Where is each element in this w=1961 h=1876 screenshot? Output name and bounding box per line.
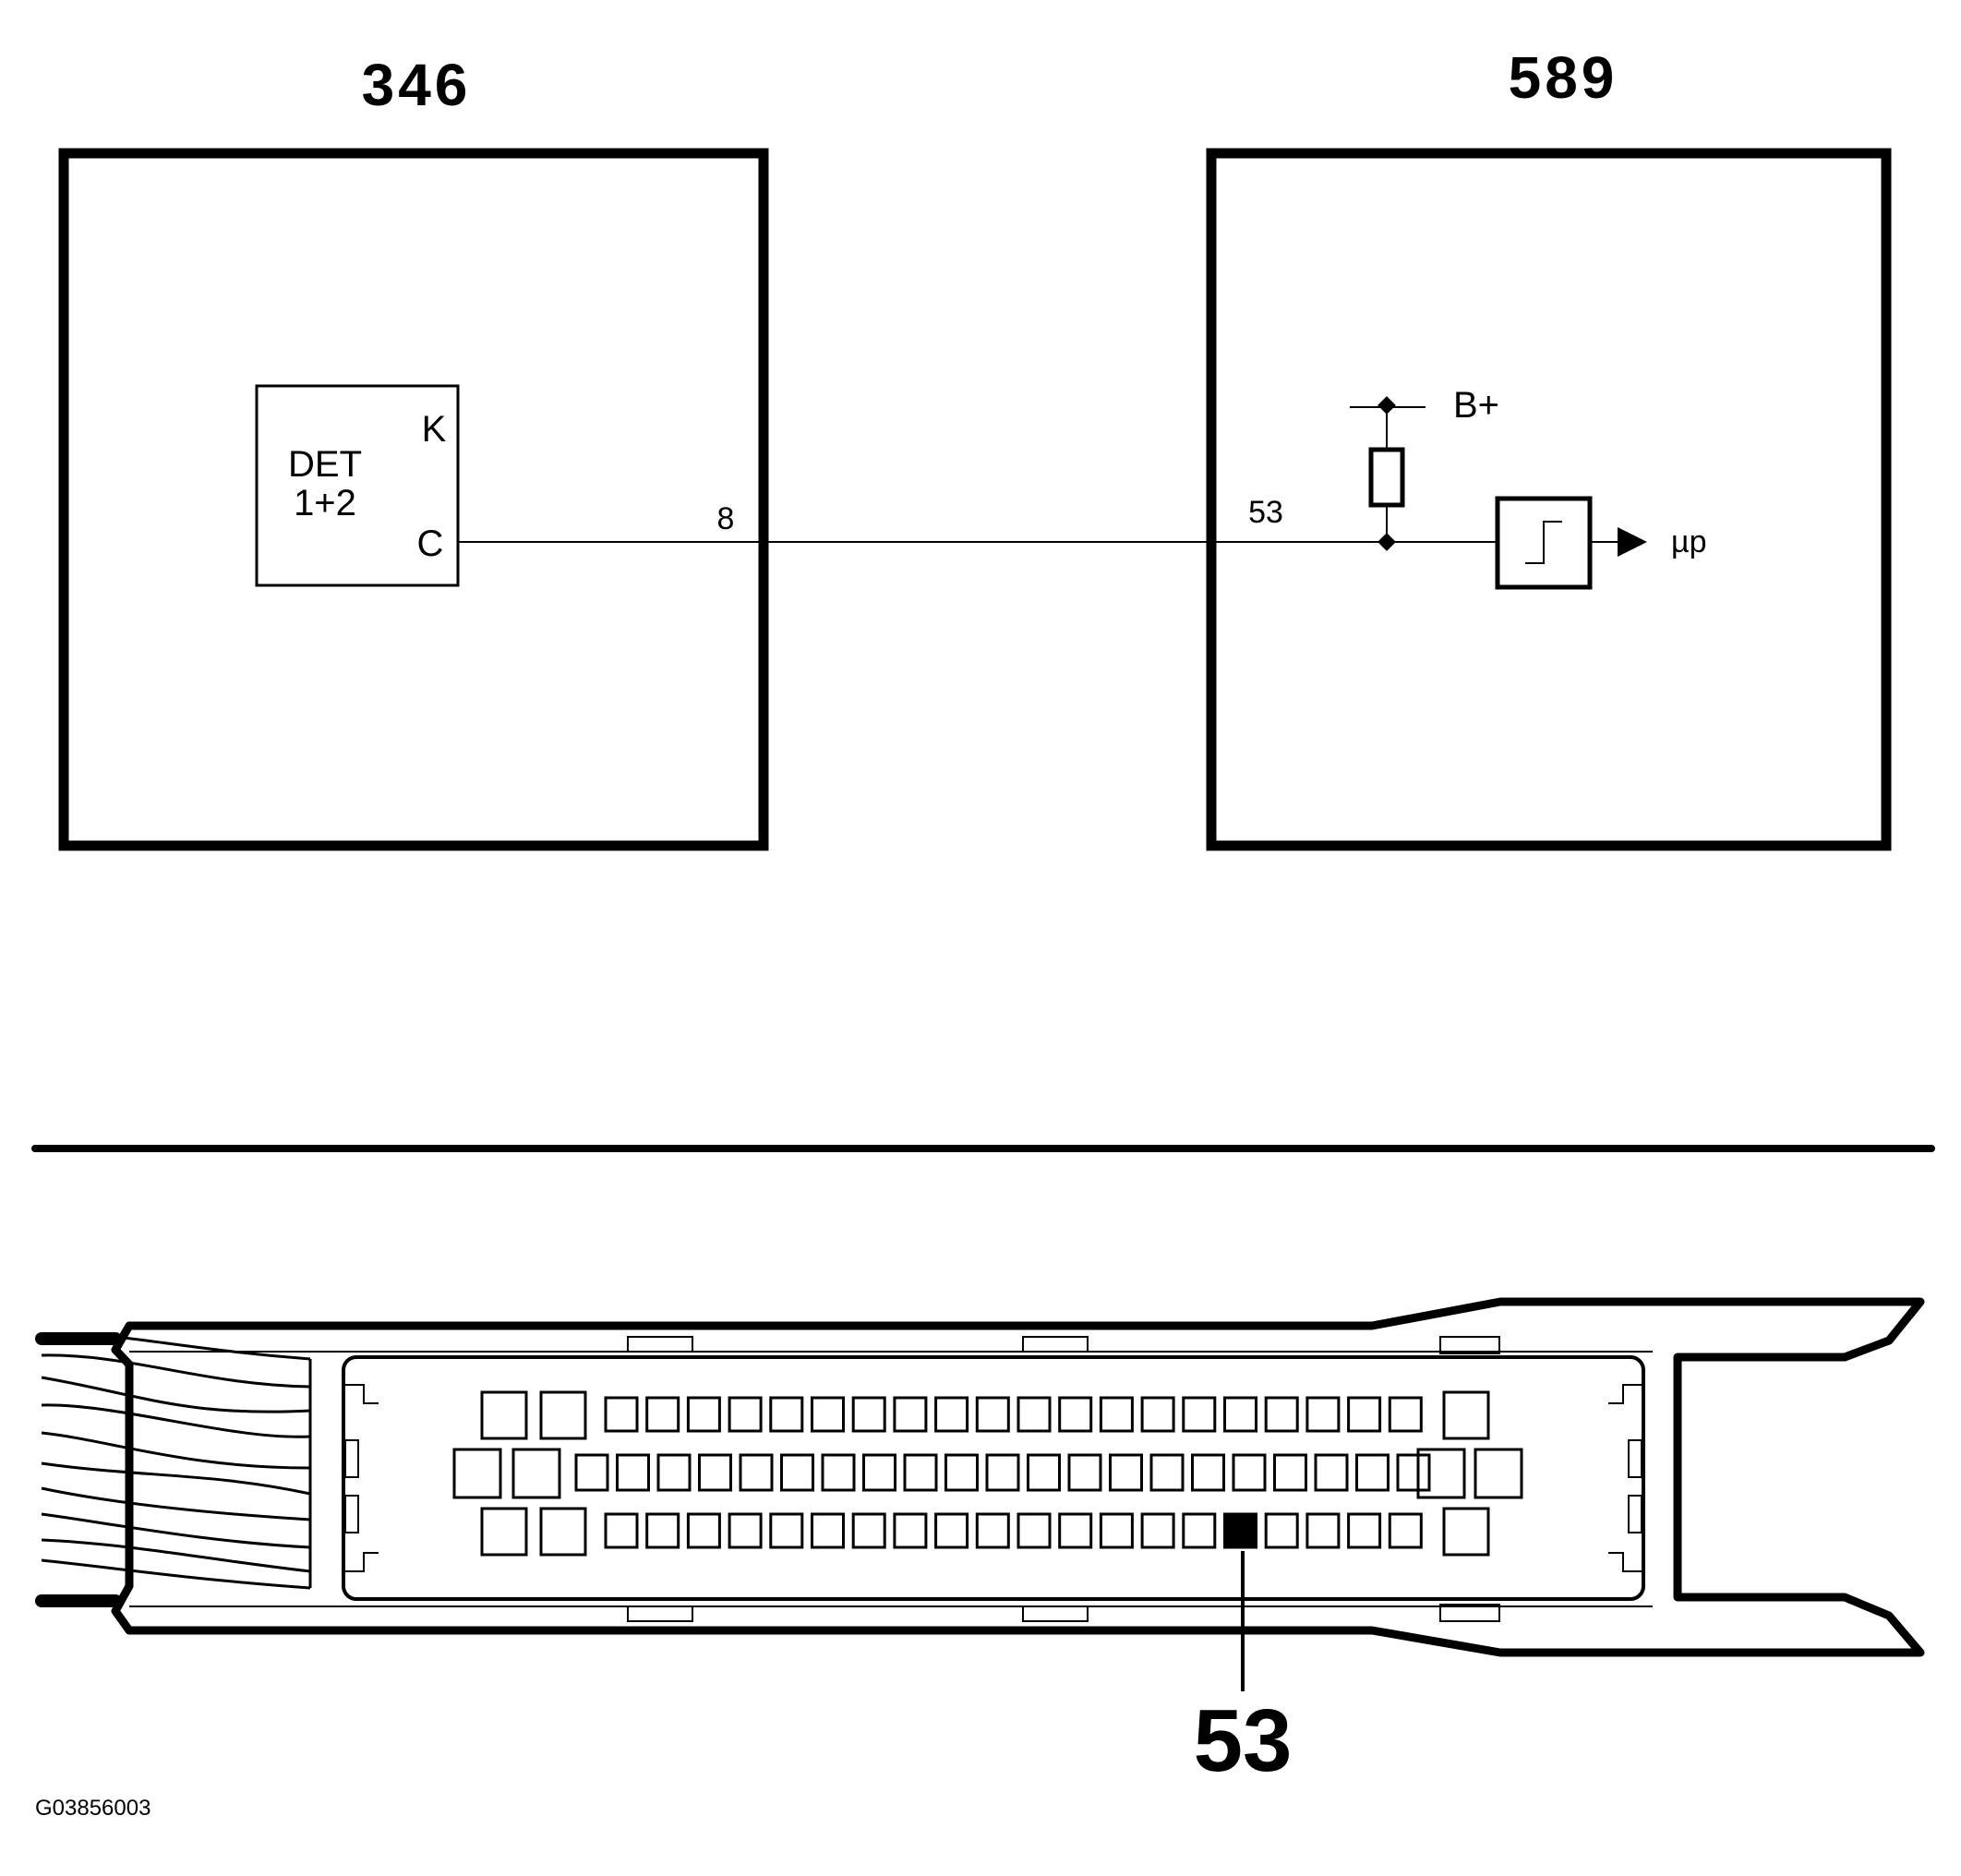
pin-cavity <box>811 1512 845 1549</box>
figure-code: G03856003 <box>35 1796 150 1821</box>
connector-housing <box>111 1297 1925 1657</box>
microprocessor-label: µp <box>1671 524 1707 559</box>
pin-cavity <box>1396 1453 1431 1492</box>
pin-cavity <box>686 1396 721 1433</box>
pin-cavity <box>893 1512 928 1549</box>
supply-node <box>1378 396 1396 415</box>
trigger-step-icon <box>1525 521 1562 564</box>
pin-cavity <box>975 1512 1010 1549</box>
pin-row-top <box>604 1396 1423 1433</box>
keying-cavities <box>452 1390 1523 1557</box>
pin-cavity <box>851 1512 886 1549</box>
pin-cavity <box>1273 1453 1307 1492</box>
pin-cavity <box>1314 1453 1349 1492</box>
pin-cavity <box>1355 1453 1390 1492</box>
pin-cavity <box>604 1396 639 1433</box>
pin-cavity <box>811 1396 845 1433</box>
pin-cavity <box>985 1453 1020 1492</box>
pin-cavity <box>934 1396 969 1433</box>
connector-view: 53 <box>35 1297 1925 1790</box>
pin-cavity <box>1017 1512 1052 1549</box>
pin-cavity <box>1191 1453 1225 1492</box>
pin-cavity <box>1140 1512 1175 1549</box>
module-589-box <box>1206 148 1892 851</box>
pin-cavity <box>1223 1396 1257 1433</box>
pin-cavity <box>1264 1512 1299 1549</box>
module-589-label: 589 <box>1509 44 1618 111</box>
pin-cavity <box>769 1396 804 1433</box>
wire-bundle <box>41 1332 311 1590</box>
pin-cavity <box>944 1453 979 1492</box>
module-346-box <box>58 148 769 851</box>
pin-cavity <box>1149 1453 1185 1492</box>
pin-53-label: 53 <box>1248 495 1283 530</box>
pin-cavity-highlighted <box>1223 1512 1257 1549</box>
pin-cavity <box>1058 1396 1093 1433</box>
pin-cavity <box>1347 1396 1382 1433</box>
pin-cavity <box>934 1512 969 1549</box>
pin-cavity <box>1099 1396 1134 1433</box>
pin-cavity <box>821 1453 856 1492</box>
pin-cavity <box>1305 1396 1341 1433</box>
pin-cavity <box>1182 1512 1217 1549</box>
pin-cavity <box>1067 1453 1102 1492</box>
pin-cavity <box>728 1512 763 1549</box>
module-346: 346 DET 1+2 K C 8 <box>58 52 769 851</box>
pin-cavity <box>893 1396 928 1433</box>
pin-cavity <box>645 1396 680 1433</box>
pin-cavity <box>862 1453 896 1492</box>
module-589: 589 53 B+ µp <box>1206 44 1892 851</box>
pin-cavity <box>903 1453 938 1492</box>
detector-box <box>255 384 460 587</box>
pull-up-resistor <box>1368 447 1405 508</box>
detector-sub-label: 1+2 <box>294 483 356 523</box>
pin-cavity <box>1264 1396 1299 1433</box>
pin-cavity <box>780 1453 814 1492</box>
housing-tabs <box>627 1336 1500 1622</box>
pin-cavity <box>1017 1396 1052 1433</box>
supply-label: B+ <box>1453 385 1499 426</box>
connector-insert <box>342 1355 1645 1601</box>
pin-cavity <box>686 1512 721 1549</box>
pin-cavity <box>728 1396 763 1433</box>
insert-notches <box>343 1384 1643 1572</box>
pin-cavity <box>1058 1512 1093 1549</box>
pin-cavity <box>851 1396 886 1433</box>
pin-cavity <box>769 1512 804 1549</box>
pin-cavity <box>698 1453 732 1492</box>
callout-pin-label: 53 <box>1194 1691 1293 1790</box>
pin-cavity <box>604 1512 639 1549</box>
terminal-c-label: C <box>417 523 444 564</box>
pin-cavity <box>1182 1396 1217 1433</box>
output-arrow-icon <box>1618 527 1647 557</box>
pin-cavity <box>656 1453 692 1492</box>
pin-cavity <box>739 1453 774 1492</box>
pin-8-label: 8 <box>717 501 735 536</box>
pin-cavity <box>616 1453 650 1492</box>
pin-cavity <box>574 1453 609 1492</box>
pin-cavity <box>1388 1512 1423 1549</box>
pin-cavity <box>1140 1396 1175 1433</box>
pin-cavity <box>645 1512 680 1549</box>
pin-row-bottom <box>604 1512 1423 1549</box>
pin-row-middle <box>574 1453 1431 1492</box>
pin-cavity <box>1305 1512 1341 1549</box>
detector-label: DET <box>288 444 362 485</box>
module-346-label: 346 <box>362 52 472 118</box>
pin-cavity <box>975 1396 1010 1433</box>
pin-cavity <box>1347 1512 1382 1549</box>
pin-cavity <box>1109 1453 1143 1492</box>
terminal-k-label: K <box>422 409 447 450</box>
pin-cavity <box>1099 1512 1134 1549</box>
pin-cavity <box>1388 1396 1423 1433</box>
pin-cavity <box>1232 1453 1267 1492</box>
pin-cavity <box>1027 1453 1061 1492</box>
